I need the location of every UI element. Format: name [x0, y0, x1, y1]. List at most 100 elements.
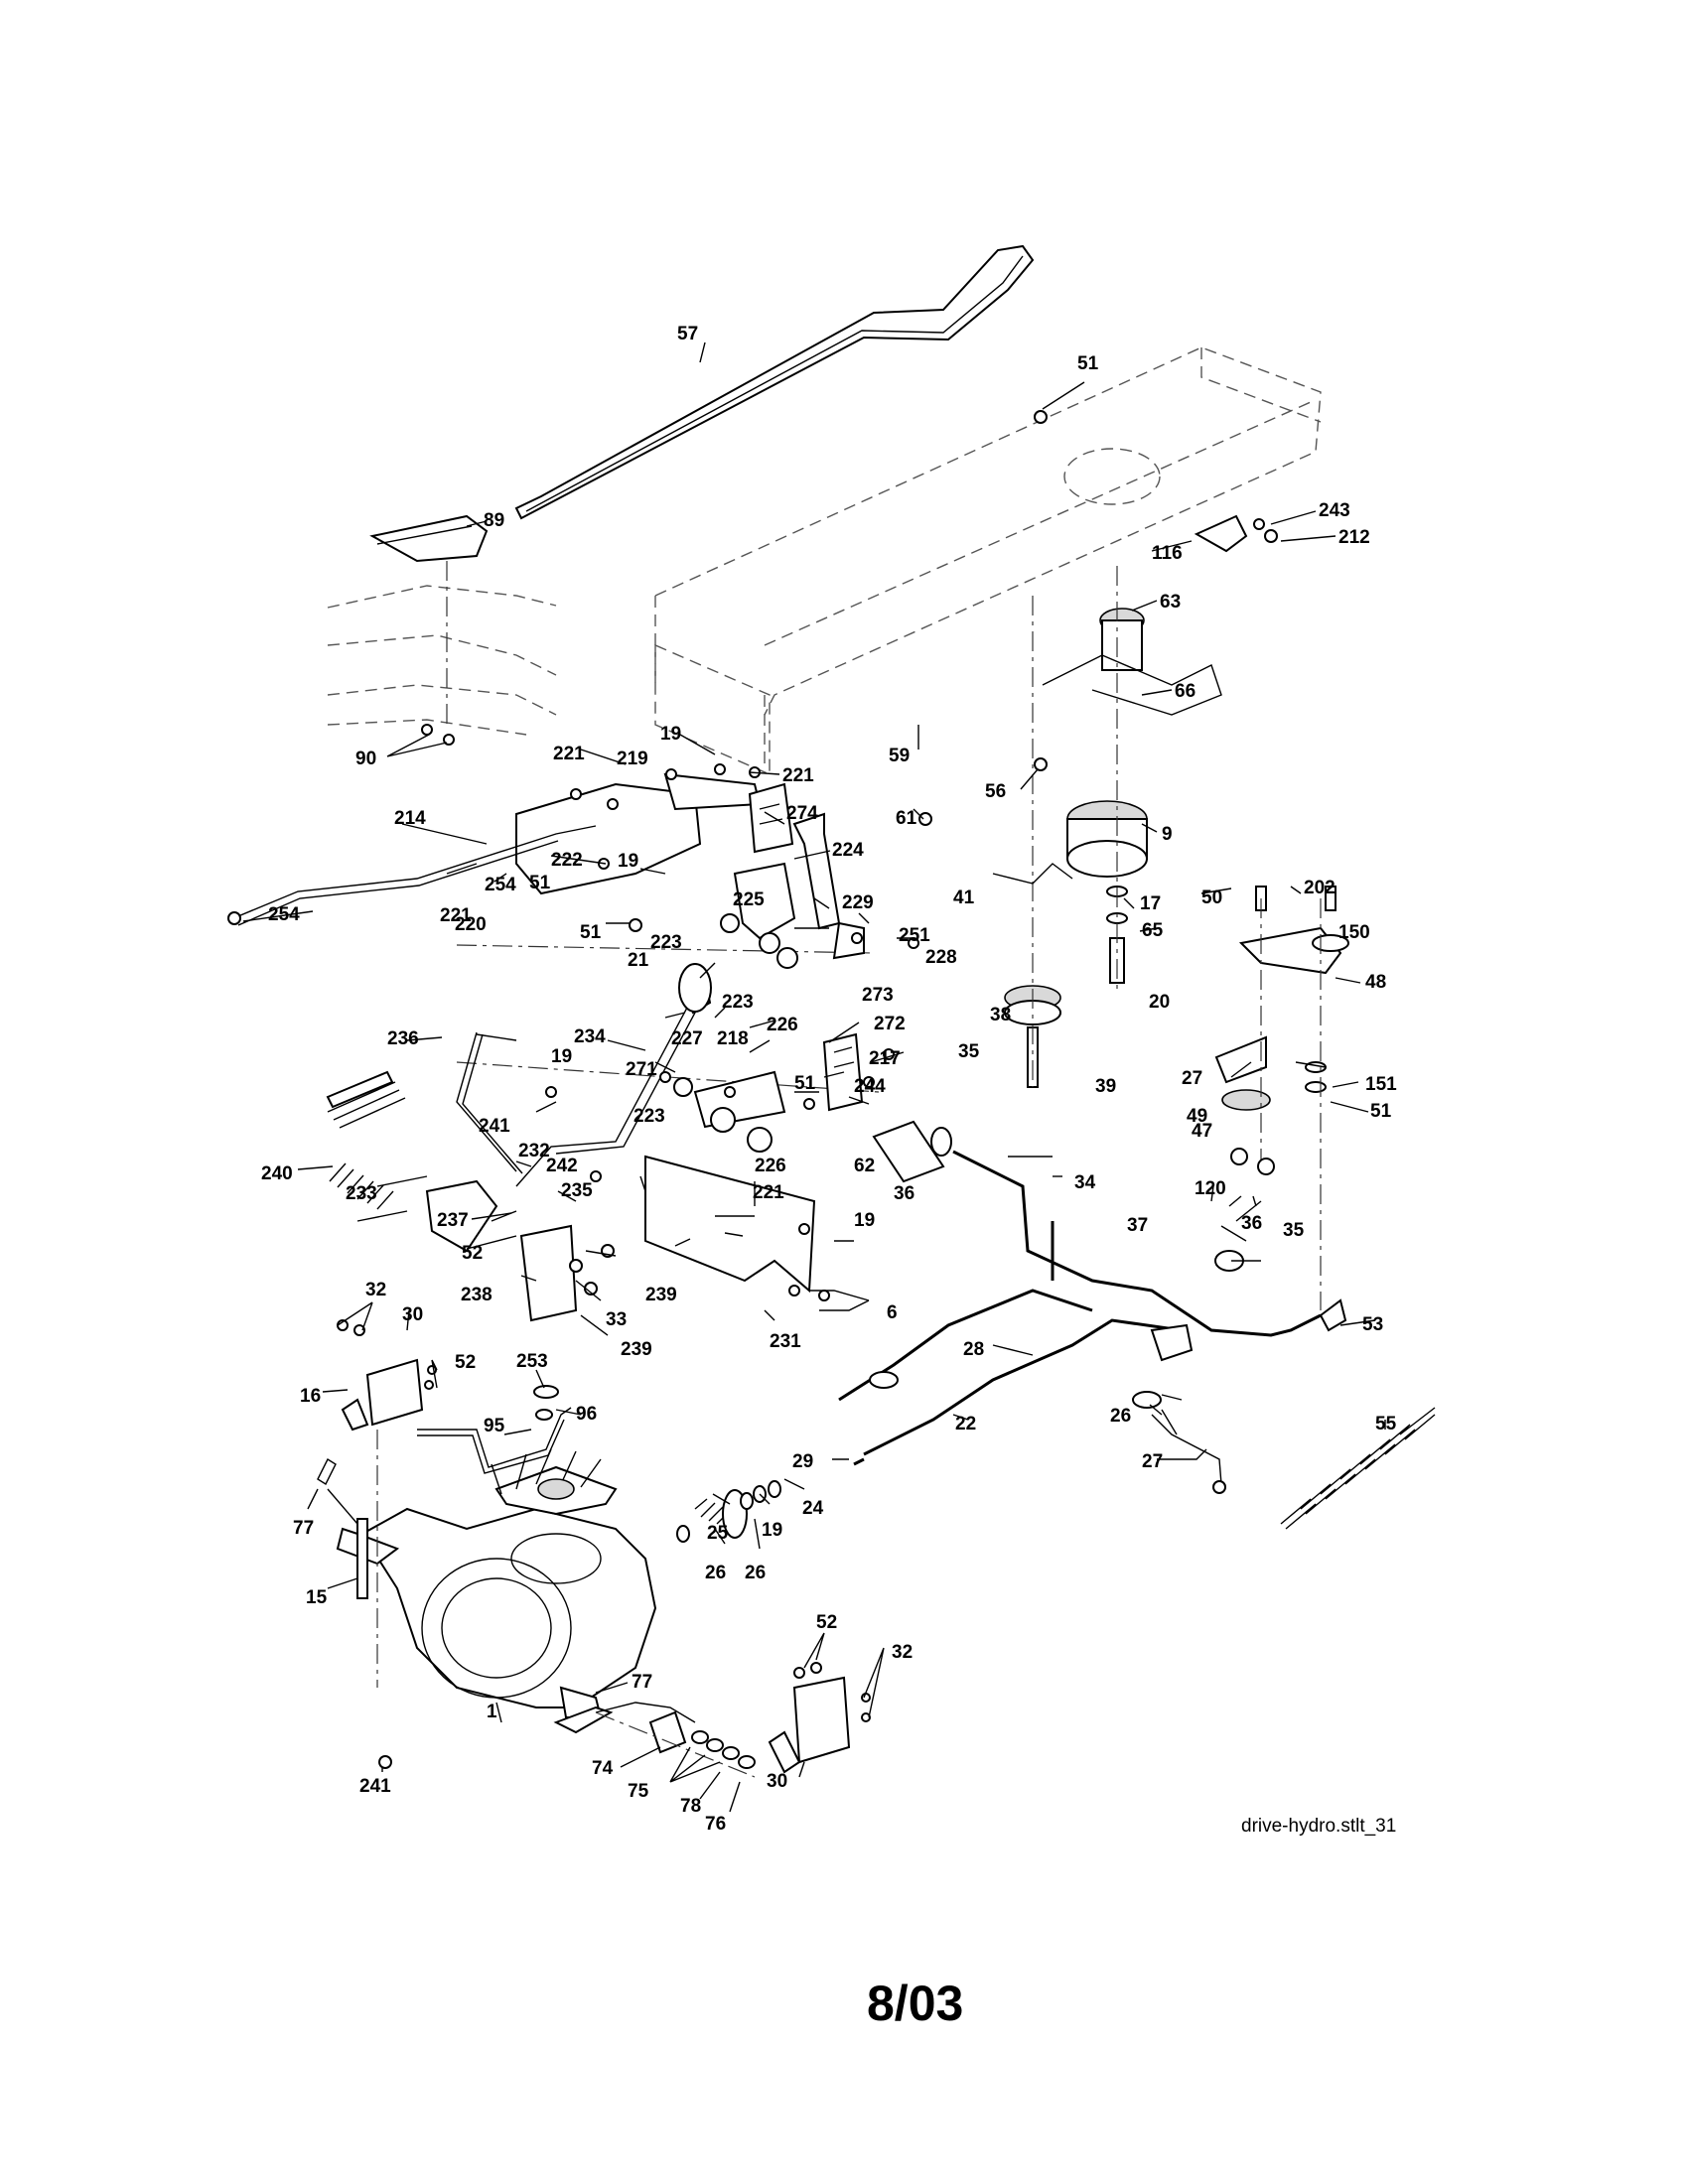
callout-229: 229 [842, 892, 874, 913]
callout-225: 225 [733, 889, 765, 910]
callout-leaders [242, 341, 1386, 1813]
callout-244: 244 [854, 1076, 886, 1097]
callout-214: 214 [394, 808, 426, 829]
callout-39: 39 [1095, 1076, 1116, 1097]
callout-233: 233 [346, 1183, 377, 1204]
callout-35: 35 [1283, 1220, 1305, 1241]
callout-1: 1 [487, 1702, 497, 1722]
callout-224: 224 [832, 840, 864, 861]
callout-49: 49 [1187, 1106, 1207, 1127]
callout-240: 240 [261, 1163, 293, 1184]
callout-238: 238 [461, 1285, 492, 1305]
callout-77: 77 [293, 1518, 314, 1539]
callout-47: 47 [1192, 1121, 1212, 1142]
diagram-reference-code: drive-hydro.stlt_31 [1241, 1816, 1396, 1837]
control-linkage-upper [227, 772, 880, 1093]
callout-217: 217 [869, 1048, 901, 1069]
callout-33: 33 [606, 1309, 627, 1330]
callout-237: 237 [437, 1210, 469, 1231]
callout-222: 222 [551, 850, 583, 871]
callout-6: 6 [887, 1302, 898, 1323]
callout-51: 51 [580, 922, 602, 943]
callout-273: 273 [862, 985, 894, 1006]
callout-234: 234 [574, 1026, 606, 1047]
callout-19: 19 [660, 724, 681, 745]
callout-221: 221 [782, 765, 814, 786]
callout-236: 236 [387, 1028, 419, 1049]
callout-96: 96 [576, 1404, 597, 1425]
callout-22: 22 [955, 1414, 976, 1434]
callout-50: 50 [1201, 887, 1222, 908]
callout-26: 26 [1110, 1406, 1131, 1427]
callout-227: 227 [671, 1028, 703, 1049]
callout-51: 51 [1077, 353, 1099, 374]
callout-243: 243 [1319, 500, 1350, 521]
mount-brackets [337, 1319, 871, 1774]
callout-251: 251 [899, 925, 930, 946]
callout-274: 274 [786, 803, 818, 824]
drive-belt [514, 244, 1035, 520]
callout-35: 35 [958, 1041, 980, 1062]
callout-57: 57 [677, 324, 698, 344]
callout-228: 228 [925, 947, 957, 968]
callout-74: 74 [592, 1758, 614, 1779]
seat-outline [327, 514, 557, 746]
callout-241: 241 [479, 1116, 510, 1137]
callout-15: 15 [306, 1587, 328, 1608]
callout-19: 19 [618, 851, 638, 872]
callout-labels: 57 51 89 243 212 116 63 66 90 19 221 219… [261, 324, 1397, 1835]
callout-221: 221 [753, 1182, 784, 1203]
callout-235: 235 [561, 1180, 593, 1201]
callout-41: 41 [953, 887, 975, 908]
callout-34: 34 [1074, 1172, 1096, 1193]
callout-48: 48 [1365, 972, 1386, 993]
callout-223: 223 [633, 1106, 665, 1127]
callout-30: 30 [767, 1771, 787, 1792]
callout-63: 63 [1160, 592, 1181, 613]
callout-51: 51 [1370, 1101, 1392, 1122]
callout-116: 116 [1152, 543, 1183, 564]
callout-62: 62 [854, 1156, 875, 1176]
callout-120: 120 [1195, 1178, 1226, 1199]
callout-27: 27 [1142, 1451, 1163, 1472]
callout-78: 78 [680, 1796, 701, 1817]
linkage-rods [838, 1120, 1347, 1494]
callout-52: 52 [462, 1243, 483, 1264]
callout-32: 32 [892, 1642, 913, 1663]
callout-52: 52 [816, 1612, 837, 1633]
callout-231: 231 [770, 1331, 801, 1352]
page-number: 8/03 [867, 1976, 963, 2031]
callout-239: 239 [645, 1285, 677, 1305]
cable-and-small-parts [417, 1385, 781, 1543]
callout-17: 17 [1140, 893, 1161, 914]
callout-232: 232 [518, 1141, 550, 1161]
callout-95: 95 [484, 1416, 505, 1436]
callout-61: 61 [896, 808, 917, 829]
callout-239: 239 [621, 1339, 652, 1360]
callout-219: 219 [617, 749, 648, 769]
callout-66: 66 [1175, 681, 1196, 702]
callout-202: 202 [1304, 878, 1336, 898]
callout-37: 37 [1127, 1215, 1148, 1236]
callout-220: 220 [455, 914, 487, 935]
callout-19: 19 [551, 1046, 572, 1067]
callout-150: 150 [1338, 922, 1370, 943]
callout-241: 241 [359, 1776, 391, 1797]
callout-51: 51 [529, 873, 551, 893]
callout-20: 20 [1149, 992, 1170, 1013]
callout-24: 24 [802, 1498, 824, 1519]
callout-212: 212 [1338, 527, 1370, 548]
callout-223: 223 [722, 992, 754, 1013]
callout-65: 65 [1142, 920, 1164, 941]
callout-53: 53 [1362, 1314, 1383, 1335]
hydro-transaxle [317, 1430, 756, 1778]
callout-52: 52 [455, 1352, 476, 1373]
tractor-frame [654, 346, 1322, 776]
callout-89: 89 [484, 510, 504, 531]
callout-38: 38 [990, 1005, 1011, 1025]
callout-55: 55 [1375, 1414, 1397, 1434]
callout-28: 28 [963, 1339, 984, 1360]
callout-221: 221 [440, 905, 472, 926]
callout-21: 21 [628, 950, 649, 971]
callout-27: 27 [1182, 1068, 1202, 1089]
